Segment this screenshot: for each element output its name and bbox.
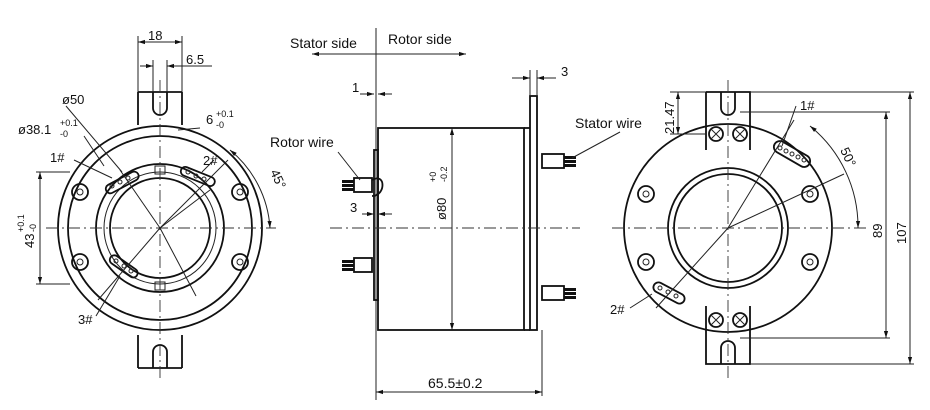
- dim-18: 18: [148, 28, 162, 43]
- dim-43-tol-up: +0.1: [16, 214, 26, 232]
- dim-dia-80: ø80: [434, 198, 449, 220]
- rear-wire-slot-1: [772, 140, 812, 168]
- label-2-rear: 2#: [610, 302, 625, 317]
- label-3-front: 3#: [78, 312, 93, 327]
- rear-bottom-screws: [708, 312, 748, 328]
- label-2-front: 2#: [203, 153, 218, 168]
- dim-3-side-left: 3: [350, 200, 357, 215]
- stator-wire-label: Stator wire: [575, 115, 642, 131]
- slip-ring-body: [377, 127, 525, 331]
- dim-slot-6: 6: [206, 112, 213, 127]
- rear-bottom-tab: [705, 306, 751, 365]
- rotor-wire-connector-bottom: [342, 257, 373, 273]
- dim-107: 107: [894, 222, 909, 244]
- dim-6-5: 6.5: [186, 52, 204, 67]
- dim-1-side: 1: [352, 80, 359, 95]
- dim-slot-tol-low: -0: [216, 120, 224, 130]
- dim-slot-tol-up: +0.1: [216, 109, 234, 119]
- dim-length: 65.5±0.2: [428, 375, 483, 391]
- angle-50: 50°: [837, 145, 859, 169]
- front-view: [36, 36, 276, 380]
- label-1-rear: 1#: [800, 98, 815, 113]
- dim-dia-38: ø38.1: [18, 122, 51, 137]
- dim-43-tol-low: -0: [28, 224, 38, 232]
- wire-slot-2: [179, 166, 216, 187]
- top-tab-slot: [152, 92, 168, 116]
- side-view: [312, 28, 621, 400]
- rotor-wire-connector-top: [342, 177, 384, 197]
- dim-dia-38-tol-up: +0.1: [60, 118, 78, 128]
- label-1-front: 1#: [50, 150, 65, 165]
- angle-45: 45°: [267, 167, 289, 191]
- rear-view: [612, 80, 914, 380]
- dim-dia-50: ø50: [62, 92, 84, 107]
- dim-21-47: 21.47: [662, 101, 677, 134]
- rotor-flange: [373, 149, 379, 301]
- wire-slot-3: [108, 254, 139, 279]
- dim-3-side-top: 3: [561, 64, 568, 79]
- stator-wire-connector-bottom: [541, 285, 576, 301]
- stator-flange: [529, 95, 538, 331]
- stator-side-label: Stator side: [290, 35, 357, 51]
- dim-43: 43: [22, 234, 37, 248]
- stator-wire-connector-top: [541, 153, 576, 169]
- dim-dia-80-tol-low: -0.2: [439, 166, 449, 182]
- dim-dia-38-tol-low: -0: [60, 129, 68, 139]
- rear-top-screws: [708, 126, 748, 142]
- side-view-labels: Stator side Rotor side Rotor wire Stator…: [270, 31, 642, 391]
- dim-89: 89: [870, 224, 885, 238]
- rotor-side-label: Rotor side: [388, 31, 452, 47]
- rotor-wire-label: Rotor wire: [270, 134, 334, 150]
- dim-dia-80-tol-up: +0: [428, 172, 438, 182]
